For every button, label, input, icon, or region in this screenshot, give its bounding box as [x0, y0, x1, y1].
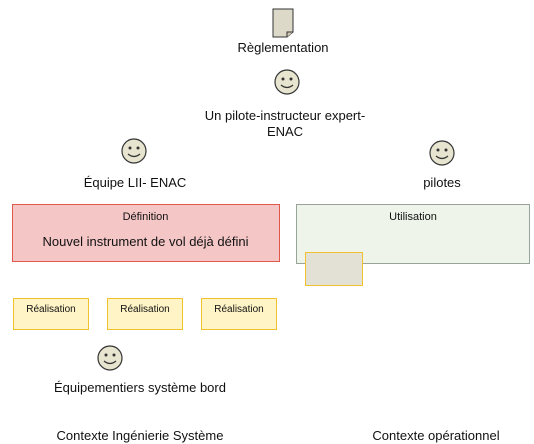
equipementiers-label: Équipementiers système bord	[54, 380, 226, 395]
definition-text: Nouvel instrument de vol déjà défini	[42, 234, 249, 249]
context-right-label: Contexte opérationnel	[372, 428, 500, 443]
document-icon	[272, 8, 294, 38]
pilote-instructeur-label-line1: Un pilote-instructeur expert-	[204, 108, 366, 123]
context-left-label: Contexte Ingénierie Système	[56, 428, 224, 443]
definition-title: Définition	[122, 211, 169, 223]
realisation-box-2: Réalisation	[107, 298, 183, 330]
smiley-face-icon	[429, 140, 455, 166]
pilotes-label: pilotes	[423, 175, 461, 190]
smiley-face-icon	[274, 69, 300, 95]
reglementation-label: Règlementation	[237, 40, 329, 55]
definition-box: Définition Nouvel instrument de vol déjà…	[12, 204, 280, 262]
realisation-box-1: Réalisation	[13, 298, 89, 330]
smiley-face-icon	[97, 345, 123, 371]
pilote-instructeur-label-line2: ENAC	[266, 124, 304, 139]
utilisation-overlay-box	[305, 252, 363, 286]
smiley-face-icon	[121, 138, 147, 164]
realisation-box-3: Réalisation	[201, 298, 277, 330]
utilisation-title: Utilisation	[389, 211, 437, 223]
equipe-label: Équipe LII- ENAC	[83, 175, 187, 190]
